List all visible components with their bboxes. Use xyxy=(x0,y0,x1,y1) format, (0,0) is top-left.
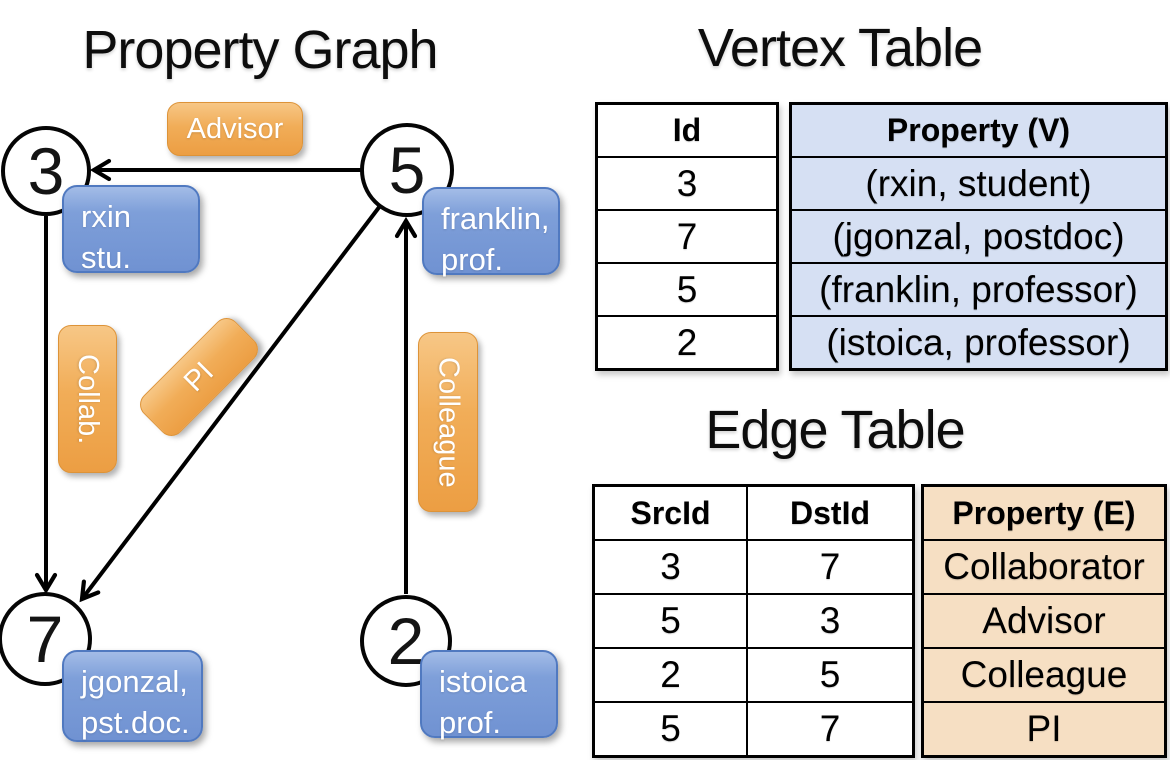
vertex-2-id: 2 xyxy=(387,604,425,678)
edge-table-srcid-cell: 5 xyxy=(660,708,681,749)
vertex-3-id: 3 xyxy=(27,134,65,208)
vertex-table-title: Vertex Table xyxy=(697,18,983,78)
edge-table-dstid-header: DstId xyxy=(746,487,912,539)
vertex-7-property-box: jgonzal, pst.doc. xyxy=(62,650,203,742)
vertex-3-property-line1: rxin xyxy=(81,199,131,234)
property-graph-title: Property Graph xyxy=(82,20,438,80)
vertex-table-id-cell: 3 xyxy=(598,156,776,209)
vertex-table-property-cell: (rxin, student) xyxy=(792,156,1165,209)
vertex-table-property-column: Property (V) (rxin, student) (jgonzal, p… xyxy=(789,102,1168,371)
edge-table-ids-columns: SrcId DstId 3 7 5 3 2 5 5 7 xyxy=(592,484,915,758)
edge-table-dstid-cell: 3 xyxy=(746,595,912,647)
vertex-table-id-header: Id xyxy=(672,112,702,148)
edge-table-header-row: SrcId DstId xyxy=(595,487,912,539)
edge-table-property-header: Property (E) xyxy=(952,494,1136,531)
edge-table-title: Edge Table xyxy=(705,400,965,460)
vertex-table-property-cell: (jgonzal, postdoc) xyxy=(792,209,1165,262)
edge-label-colleague: Colleague xyxy=(418,332,478,512)
edge-table-dstid-cell: 7 xyxy=(746,541,912,593)
vertex-2-property-line1: istoica xyxy=(439,664,527,699)
edge-table-property-cell: Advisor xyxy=(924,593,1164,647)
edge-table-row: 3 7 xyxy=(595,539,912,593)
edge-table-row: 5 7 xyxy=(595,701,912,755)
vertex-table-property-cell: (franklin, professor) xyxy=(792,262,1165,315)
vertex-5-property-line1: franklin, xyxy=(441,201,550,236)
edge-label-collab: Collab. xyxy=(58,325,117,473)
vertex-3-property-box: rxin stu. xyxy=(62,185,200,275)
edge-table-srcid-cell: 3 xyxy=(660,546,681,587)
vertex-table-property-cell: (istoica, professor) xyxy=(792,315,1165,368)
edge-pi-5-to-7 xyxy=(79,204,382,603)
vertex-3-property-line2: stu. xyxy=(81,240,131,275)
vertex-5-id: 5 xyxy=(388,133,426,207)
edge-table-srcid-header: SrcId xyxy=(630,494,711,531)
edge-table-property-cell: PI xyxy=(924,701,1164,755)
edge-label-advisor-text: Advisor xyxy=(186,112,284,145)
edge-label-advisor: Advisor xyxy=(167,102,303,156)
edge-table-dstid-cell: 7 xyxy=(746,703,912,755)
edge-table-property-cell: Colleague xyxy=(924,647,1164,701)
edge-table-dstid-cell: 5 xyxy=(746,649,912,701)
edge-label-pi-text: PI xyxy=(177,355,220,398)
vertex-table-id-cell: 5 xyxy=(598,262,776,315)
edge-table-property-column: Property (E) Collaborator Advisor Collea… xyxy=(921,484,1167,758)
vertex-2-property-line2: prof. xyxy=(439,705,502,740)
vertex-table-id-cell: 7 xyxy=(598,209,776,262)
edge-table-srcid-cell: 5 xyxy=(660,600,681,641)
edge-table-row: 2 5 xyxy=(595,647,912,701)
edge-table-row: 5 3 xyxy=(595,593,912,647)
vertex-7-id: 7 xyxy=(26,602,64,676)
vertex-table-id-cell: 2 xyxy=(598,315,776,368)
vertex-5-property-line2: prof. xyxy=(441,242,504,277)
vertex-5-property-box: franklin, prof. xyxy=(422,187,560,277)
edge-table-srcid-cell: 2 xyxy=(660,654,681,695)
vertex-table-property-header: Property (V) xyxy=(886,112,1071,148)
edge-label-colleague-text: Colleague xyxy=(432,356,465,488)
vertex-7-property-line2: pst.doc. xyxy=(81,705,190,740)
property-graph-canvas xyxy=(0,123,454,687)
vertex-7-property-line1: jgonzal, xyxy=(81,664,188,699)
edge-table-property-cell: Collaborator xyxy=(924,539,1164,593)
vertex-2-property-box: istoica prof. xyxy=(420,650,558,740)
edge-label-collab-text: Collab. xyxy=(72,353,104,445)
vertex-table-id-column: Id 3 7 5 2 xyxy=(595,102,779,371)
